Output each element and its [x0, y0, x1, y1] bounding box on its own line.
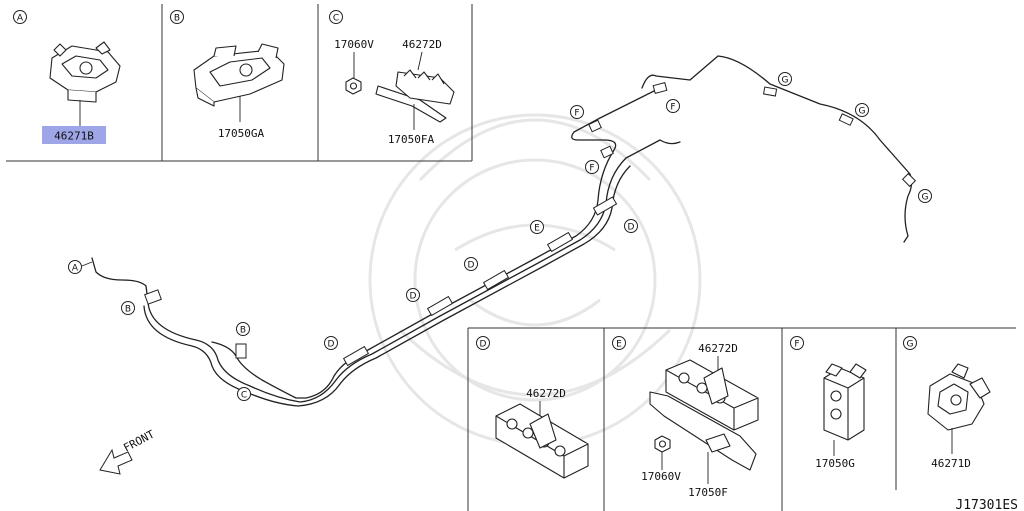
panel-e[interactable]: E 46272D 17060V 17050F [612, 336, 759, 500]
part-number-17050f[interactable]: 17050F [688, 486, 728, 499]
panel-a-letter-circle [13, 10, 27, 24]
panel-f[interactable]: F 17050G [790, 336, 867, 471]
svg-text:F: F [670, 103, 675, 113]
panel-b-letter-circle [170, 10, 184, 24]
svg-text:D: D [410, 292, 417, 302]
part-number-46272d-d[interactable]: 46272D [526, 387, 566, 400]
panel-c-letter-circle [329, 10, 343, 24]
part-number-17050ga[interactable]: 17050GA [218, 127, 265, 140]
svg-text:E: E [534, 224, 540, 234]
part-number-17050g[interactable]: 17050G [815, 457, 855, 470]
part-number-46272d[interactable]: 46272D [402, 38, 442, 51]
clip-part-17050g [823, 363, 867, 441]
bracket-clip-assembly [649, 359, 759, 471]
panel-c-letter: C [333, 14, 339, 24]
svg-text:D: D [328, 340, 335, 350]
panel-c[interactable]: C 17060V 46272D 17050FA [318, 4, 473, 162]
clamp-part-46271d [927, 363, 991, 431]
svg-text:G: G [782, 76, 789, 86]
panel-f-letter: F [794, 340, 799, 350]
callout-b-2[interactable]: B [236, 322, 250, 336]
panel-d[interactable]: D 46272D [476, 336, 589, 479]
svg-text:B: B [240, 326, 246, 336]
svg-text:A: A [72, 264, 79, 274]
part-number-46271b[interactable]: 46271B [54, 130, 94, 143]
part-number-17050fa[interactable]: 17050FA [388, 133, 435, 146]
svg-text:C: C [241, 391, 247, 401]
panel-g[interactable]: G 46271D [903, 336, 991, 471]
callout-f-1[interactable]: F [570, 105, 584, 119]
pipe-clips [144, 81, 917, 367]
svg-text:G: G [859, 107, 866, 117]
callout-d-3[interactable]: D [464, 257, 478, 271]
part-number-46272d-e[interactable]: 46272D [698, 342, 738, 355]
front-label: FRONT [121, 427, 157, 454]
front-direction-indicator: FRONT [99, 427, 157, 475]
panel-b-letter: B [174, 14, 180, 24]
callout-e-1[interactable]: E [530, 220, 544, 234]
callout-b-1[interactable]: B [121, 301, 135, 315]
part-number-17060v-e[interactable]: 17060V [641, 470, 681, 483]
nut-part-e [654, 435, 671, 453]
callout-d-1[interactable]: D [324, 336, 338, 350]
panel-a-letter: A [17, 14, 24, 24]
part-number-46271d[interactable]: 46271D [931, 457, 971, 470]
panel-a[interactable]: A 46271B [6, 4, 163, 162]
svg-text:B: B [125, 305, 131, 315]
svg-text:F: F [589, 164, 594, 174]
bottom-panels-frame [467, 327, 1016, 511]
panel-d-letter: D [480, 340, 487, 350]
callout-a-1[interactable]: A [68, 260, 93, 274]
callout-d-4[interactable]: D [624, 219, 638, 233]
front-arrow-icon [99, 448, 133, 475]
clamp-part-17050ga [193, 43, 285, 107]
callout-g-1[interactable]: G [778, 72, 792, 86]
callout-g-2[interactable]: G [855, 103, 869, 117]
clamp-part-46271b [49, 41, 121, 103]
nut-part [345, 77, 362, 95]
diagram-reference-code: J17301ES [955, 498, 1018, 511]
svg-text:F: F [574, 109, 579, 119]
brake-pipe-assembly [91, 55, 913, 407]
highlight-box [42, 126, 106, 144]
svg-text:D: D [468, 261, 475, 271]
callout-f-3[interactable]: F [585, 160, 599, 174]
panel-g-letter: G [907, 340, 914, 350]
callout-c-1[interactable]: C [237, 387, 251, 401]
panel-b[interactable]: B 17050GA [162, 4, 319, 162]
bracket-part-17050fa [375, 69, 455, 123]
svg-text:D: D [628, 223, 635, 233]
callout-f-2[interactable]: F [666, 99, 680, 113]
svg-text:G: G [922, 193, 929, 203]
clip-part-46272d [495, 403, 589, 479]
panel-e-letter: E [616, 340, 622, 350]
callout-d-2[interactable]: D [406, 288, 420, 302]
callout-g-3[interactable]: G [918, 189, 932, 203]
part-number-17060v[interactable]: 17060V [334, 38, 374, 51]
